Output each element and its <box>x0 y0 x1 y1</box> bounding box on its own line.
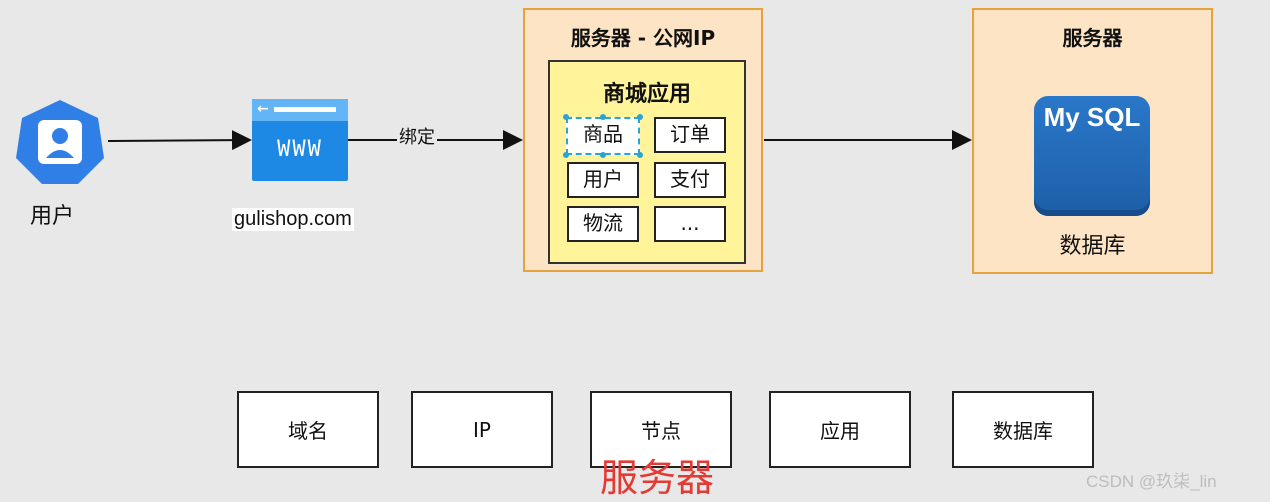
module-user[interactable]: 用户 <box>567 162 639 198</box>
module-logistics[interactable]: 物流 <box>567 206 639 242</box>
www-icon: ← WWW <box>252 99 348 181</box>
user-badge-icon <box>16 100 104 184</box>
www-text: WWW <box>277 137 323 162</box>
selection-handle[interactable] <box>563 114 569 120</box>
server-public-ip-title: 服务器 - 公网IP <box>570 26 716 50</box>
selection-handle[interactable] <box>563 152 569 158</box>
bottom-box-database[interactable]: 数据库 <box>952 391 1094 468</box>
watermark: CSDN @玖柒_lin <box>1086 472 1217 491</box>
bottom-box-node[interactable]: 节点 <box>590 391 732 468</box>
arrow-user-to-domain <box>107 130 252 151</box>
selection-handle[interactable] <box>637 152 643 158</box>
module-goods[interactable]: 商品 <box>566 117 640 155</box>
database-label: 数据库 <box>1059 234 1126 259</box>
module-payment[interactable]: 支付 <box>654 162 726 198</box>
module-more[interactable]: ... <box>654 206 726 242</box>
server-db-title: 服务器 <box>1062 26 1123 50</box>
bottom-box-app[interactable]: 应用 <box>769 391 911 468</box>
mall-app-title: 商城应用 <box>602 82 691 107</box>
selection-handle[interactable] <box>600 114 606 120</box>
bottom-box-domain[interactable]: 域名 <box>237 391 379 468</box>
bind-label: 绑定 <box>397 123 437 149</box>
mysql-logo-text: My SQL <box>1043 102 1141 132</box>
module-order[interactable]: 订单 <box>654 117 726 153</box>
selection-handle[interactable] <box>600 152 606 158</box>
domain-label: gulishop.com <box>232 208 354 231</box>
back-arrow-icon: ← <box>257 101 269 117</box>
user-label: 用户 <box>30 204 75 229</box>
bottom-box-ip[interactable]: IP <box>411 391 553 468</box>
mysql-icon: My SQL <box>1034 96 1150 216</box>
server-caption: 服务器 <box>600 456 715 500</box>
selection-handle[interactable] <box>637 114 643 120</box>
